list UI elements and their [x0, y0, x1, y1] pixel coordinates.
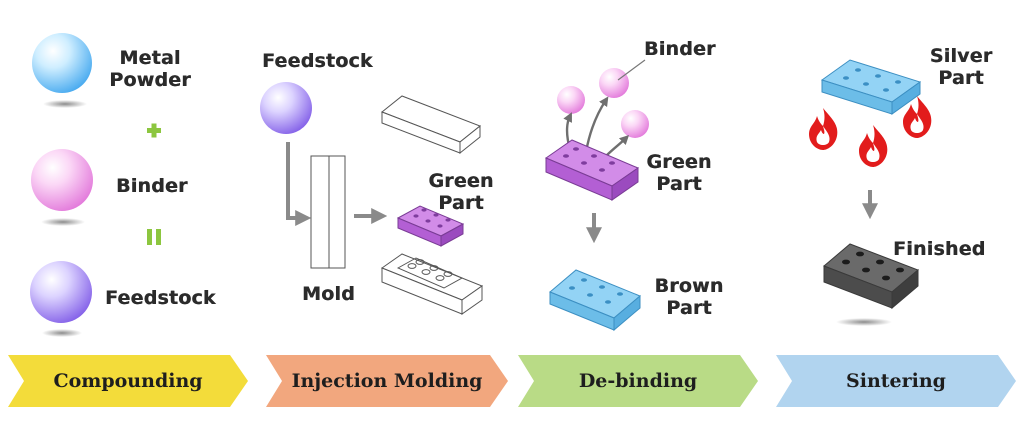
mold-label: Mold [302, 283, 355, 305]
brown-part [549, 269, 641, 332]
step-banner-debinding-shape [518, 355, 758, 407]
step-banner-sintering-shape [776, 355, 1016, 407]
metal-powder-sphere [32, 33, 92, 108]
step-de-binding: De-binding [518, 355, 758, 407]
mold-top-half [381, 95, 481, 155]
step-sintering: Sintering [776, 355, 1016, 407]
binder-label: Binder [116, 175, 188, 197]
binder-release-label: Binder [644, 38, 716, 60]
flame-icon [859, 125, 888, 167]
step-de-binding-label: De-binding [578, 370, 698, 392]
step-banner-compounding-shape [8, 355, 248, 407]
metal-powder-label: Metal Powder [109, 47, 191, 91]
feedstock-label: Feedstock [105, 287, 216, 309]
binder-pointer-line [617, 59, 646, 81]
mold-column [310, 155, 346, 269]
feedstock-input-label: Feedstock [262, 50, 373, 72]
silver-part-label: Silver Part [929, 45, 993, 89]
finished-part [823, 243, 919, 326]
feedstock-sphere [30, 261, 92, 337]
step-compounding-label: Compounding [53, 370, 203, 392]
plus-icon [147, 123, 161, 138]
green-part-debind-label: Green Part [646, 151, 712, 195]
binder-sphere [31, 149, 93, 226]
green-part-injection [396, 205, 465, 247]
step-injection-molding-label: Injection Molding [291, 370, 483, 392]
brown-part-label: Brown Part [654, 275, 724, 319]
green-part-mold-label: Green Part [428, 170, 494, 214]
step-compounding: Compounding [8, 355, 248, 407]
step-injection-molding: Injection Molding [266, 355, 508, 407]
mold-bottom-half [380, 253, 484, 315]
silver-part [820, 59, 922, 115]
flame-icon [809, 108, 838, 150]
feedstock-sphere-small [260, 82, 312, 134]
finished-label: Finished [893, 238, 986, 260]
equals-icon [147, 229, 161, 245]
binder-particles [557, 68, 649, 138]
step-banner-injection-shape [266, 355, 508, 407]
green-part-debinding [544, 139, 640, 201]
step-sintering-label: Sintering [846, 370, 946, 392]
feed-arrow [286, 142, 312, 226]
